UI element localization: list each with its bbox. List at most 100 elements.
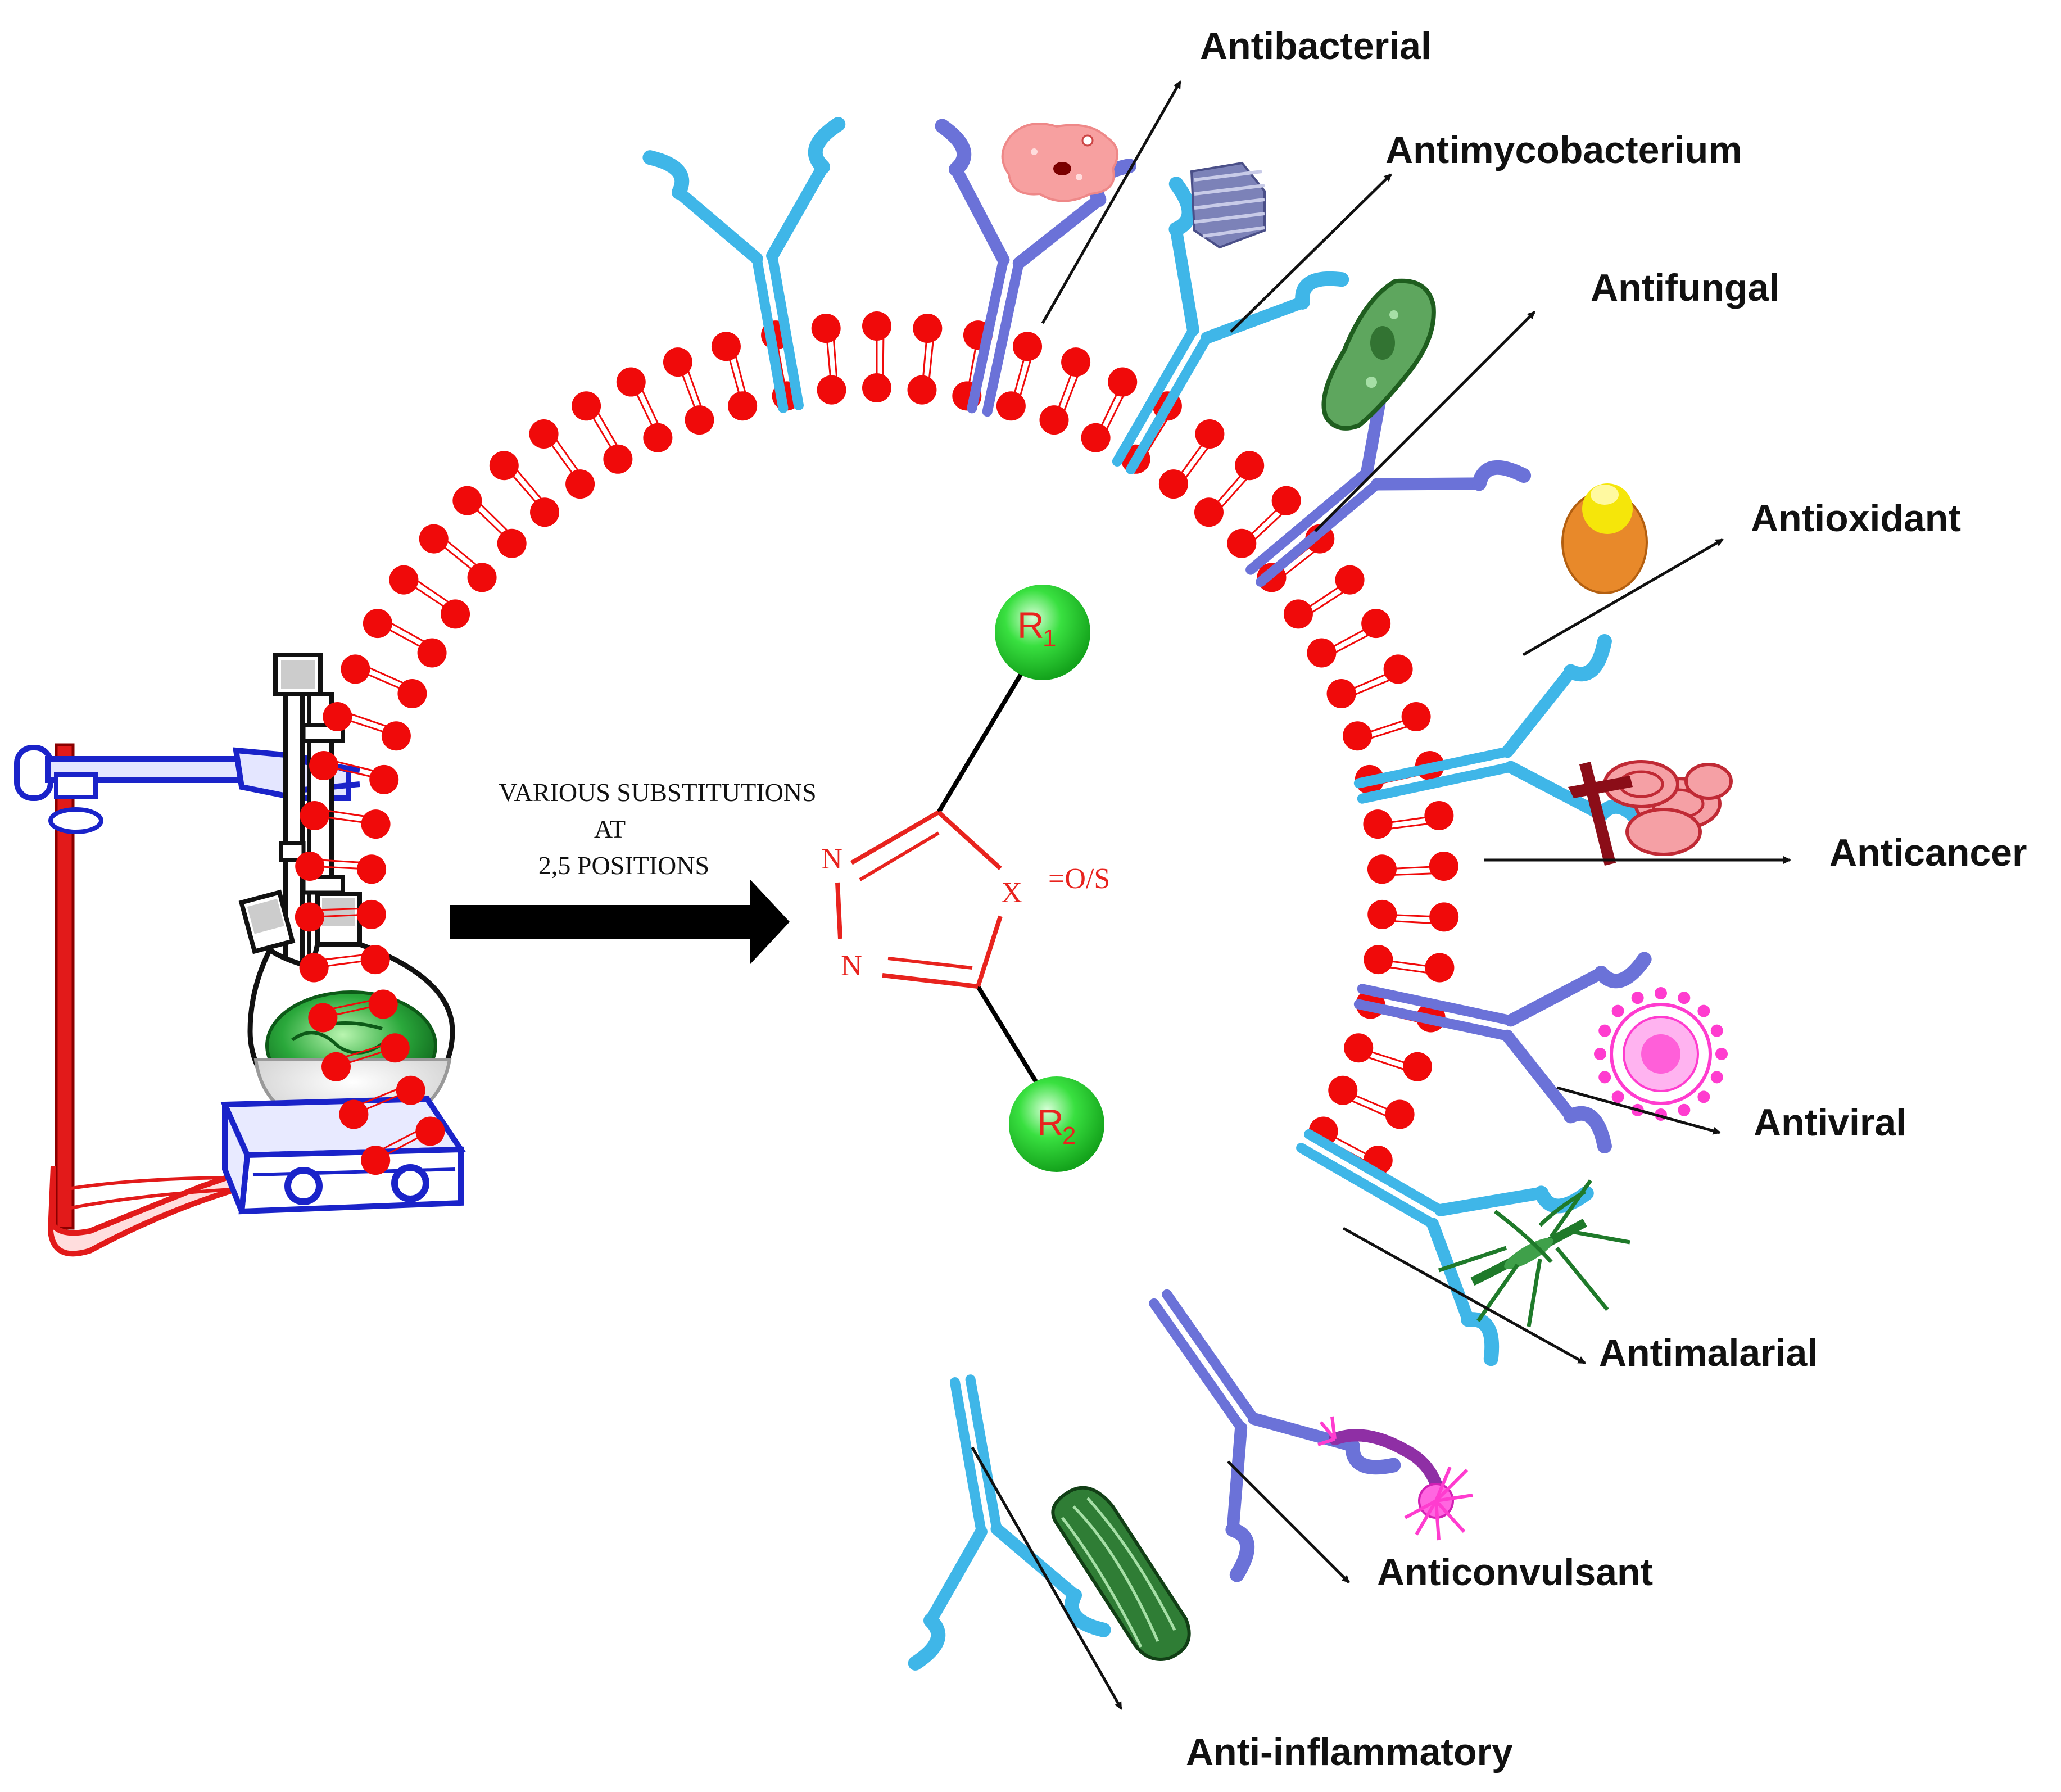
virus-spike <box>1710 1024 1723 1037</box>
receptor-icon <box>1353 952 1652 1154</box>
virus-spike <box>1710 1071 1723 1084</box>
receptor-segment <box>1149 1298 1247 1433</box>
lipid-head <box>323 702 352 731</box>
lipid-head <box>295 851 325 881</box>
lipid-head <box>1013 332 1043 361</box>
lipid-head <box>685 405 714 435</box>
lipid-head <box>389 565 419 595</box>
receptor-hook <box>1563 633 1612 682</box>
arrow-antioxidant <box>1522 538 1724 657</box>
receptor-hook <box>1345 1438 1401 1475</box>
lipid-head <box>1429 902 1459 932</box>
lipid-head <box>529 419 559 449</box>
receptor-hook <box>808 117 846 175</box>
virus-spike <box>1611 1090 1624 1103</box>
lipid-head <box>1424 800 1454 830</box>
arrow-antimycobacterium <box>1230 173 1392 333</box>
lipid-head <box>300 800 329 830</box>
lipid-head <box>1361 609 1391 639</box>
lipid-head <box>1081 423 1111 452</box>
lipid-head <box>1108 367 1138 397</box>
label-anti-inflammatory: Anti-inflammatory <box>1186 1731 1513 1773</box>
receptor-hook <box>642 150 690 200</box>
receptor-segment <box>1357 984 1516 1026</box>
receptor-hook <box>1168 177 1197 237</box>
r1-ball <box>995 585 1090 680</box>
receptor-segment <box>1501 665 1577 758</box>
receptor-segment <box>950 1377 986 1537</box>
lipid-head <box>381 721 411 751</box>
bacterium-icon <box>1001 123 1118 202</box>
virus-spike <box>1697 1090 1710 1103</box>
receptor-segment <box>1353 999 1512 1041</box>
virus-icon <box>1594 987 1728 1121</box>
receptor-hook <box>1461 1312 1500 1366</box>
step-text-line1: VARIOUS SUBSTITUTIONS <box>499 778 816 807</box>
receptor-segment <box>1162 1289 1260 1424</box>
receptor-hook <box>1593 952 1652 989</box>
virus-spike <box>1611 1004 1624 1017</box>
virus-spike <box>1598 1024 1611 1037</box>
arrow-antiviral <box>1556 1086 1721 1135</box>
receptor-hook <box>1295 271 1349 310</box>
lipid-head <box>1383 654 1413 684</box>
lipid-head <box>1343 721 1373 751</box>
lipid-head <box>415 1116 445 1146</box>
receptor-segment <box>1256 479 1382 587</box>
label-antifungal: Antifungal <box>1591 266 1779 309</box>
lipid-head <box>913 314 943 343</box>
receptor-segment <box>1426 1218 1475 1326</box>
receptor-segment <box>967 255 1009 414</box>
receptor-segment <box>950 163 1010 266</box>
lipid-head <box>1061 347 1091 377</box>
lipid-head <box>452 486 482 515</box>
lipid-head <box>1385 1099 1415 1129</box>
inflamed-tissue-icon <box>1051 1486 1191 1661</box>
lipid-head <box>817 375 846 405</box>
lipid-head <box>1328 1075 1358 1105</box>
oxadiazole-structure: N N X =O/S R 1 R 2 <box>821 585 1110 1172</box>
lipid-head <box>1195 419 1225 449</box>
lipid-head <box>862 311 891 341</box>
activity-arrows <box>971 80 1791 1710</box>
receptor-group <box>642 117 1652 1671</box>
label-antibacterial: Antibacterial <box>1200 25 1432 67</box>
receptor-segment <box>751 253 789 413</box>
lipid-head <box>369 764 399 794</box>
lipid-head <box>1401 702 1431 731</box>
antioxidant-icon <box>1561 483 1648 594</box>
lipid-head <box>467 563 497 592</box>
cancer-cell-icon <box>1568 760 1733 866</box>
label-anticancer: Anticancer <box>1829 831 2027 874</box>
label-antioxidant: Antioxidant <box>1751 497 1961 540</box>
lipid-head <box>1326 678 1356 708</box>
lipid-head <box>308 1003 338 1033</box>
receptor-segment <box>1126 333 1212 474</box>
receptor-segment <box>1304 1129 1446 1215</box>
lipid-head <box>603 444 633 474</box>
virus-spike <box>1631 992 1644 1004</box>
lipid-head <box>530 497 560 527</box>
arrow-antimalarial <box>1342 1227 1586 1365</box>
lipid-head <box>1344 1033 1374 1063</box>
lipid-head <box>643 423 673 452</box>
mosquito-icon <box>1438 1179 1630 1327</box>
lipid-head <box>356 899 386 929</box>
receptor-hook <box>1563 1106 1612 1154</box>
lipid-head <box>396 1075 425 1105</box>
neuron-icon <box>1317 1416 1473 1541</box>
receptor-hook <box>1225 1522 1255 1582</box>
lipid-head <box>663 347 692 377</box>
lipid-head <box>907 375 937 405</box>
mycobacterium-icon <box>1190 161 1266 249</box>
receptor-hook <box>935 119 972 177</box>
receptor-segment <box>1226 1422 1248 1536</box>
r2-subscript: 2 <box>1062 1122 1076 1150</box>
lipid-head <box>361 1146 391 1175</box>
lipid-head <box>728 391 758 421</box>
receptor-segment <box>1170 223 1199 337</box>
reaction-arrow <box>450 880 790 964</box>
lipid-head <box>417 638 447 668</box>
lipid-head <box>1158 469 1188 499</box>
